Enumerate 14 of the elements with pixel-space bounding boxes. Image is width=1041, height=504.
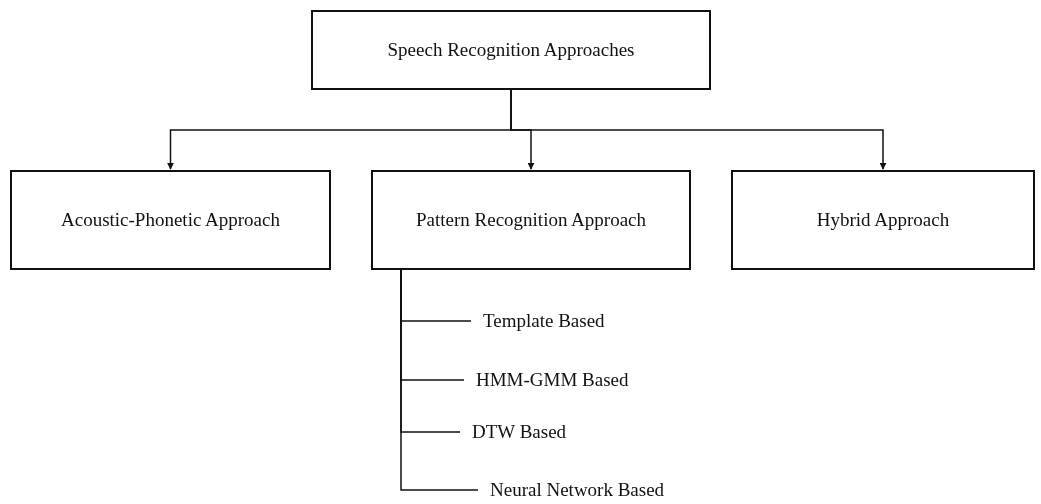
box-label: Hybrid Approach	[816, 208, 950, 232]
box-label: Speech Recognition Approaches	[387, 38, 635, 62]
method-label: HMM-GMM Based	[476, 369, 629, 391]
box-label: Acoustic-Phonetic Approach	[61, 208, 280, 232]
method-label: Template Based	[483, 310, 605, 332]
arrow	[510, 89, 887, 170]
method-label: DTW Based	[472, 421, 567, 443]
approach-box	[731, 170, 1035, 270]
approach-box	[311, 10, 711, 90]
connector-line	[400, 269, 479, 491]
approach-box	[10, 170, 331, 270]
method-label: Neural Network Based	[490, 479, 665, 501]
box-label: Pattern Recognition Approach	[415, 208, 647, 232]
approach-box	[371, 170, 691, 270]
